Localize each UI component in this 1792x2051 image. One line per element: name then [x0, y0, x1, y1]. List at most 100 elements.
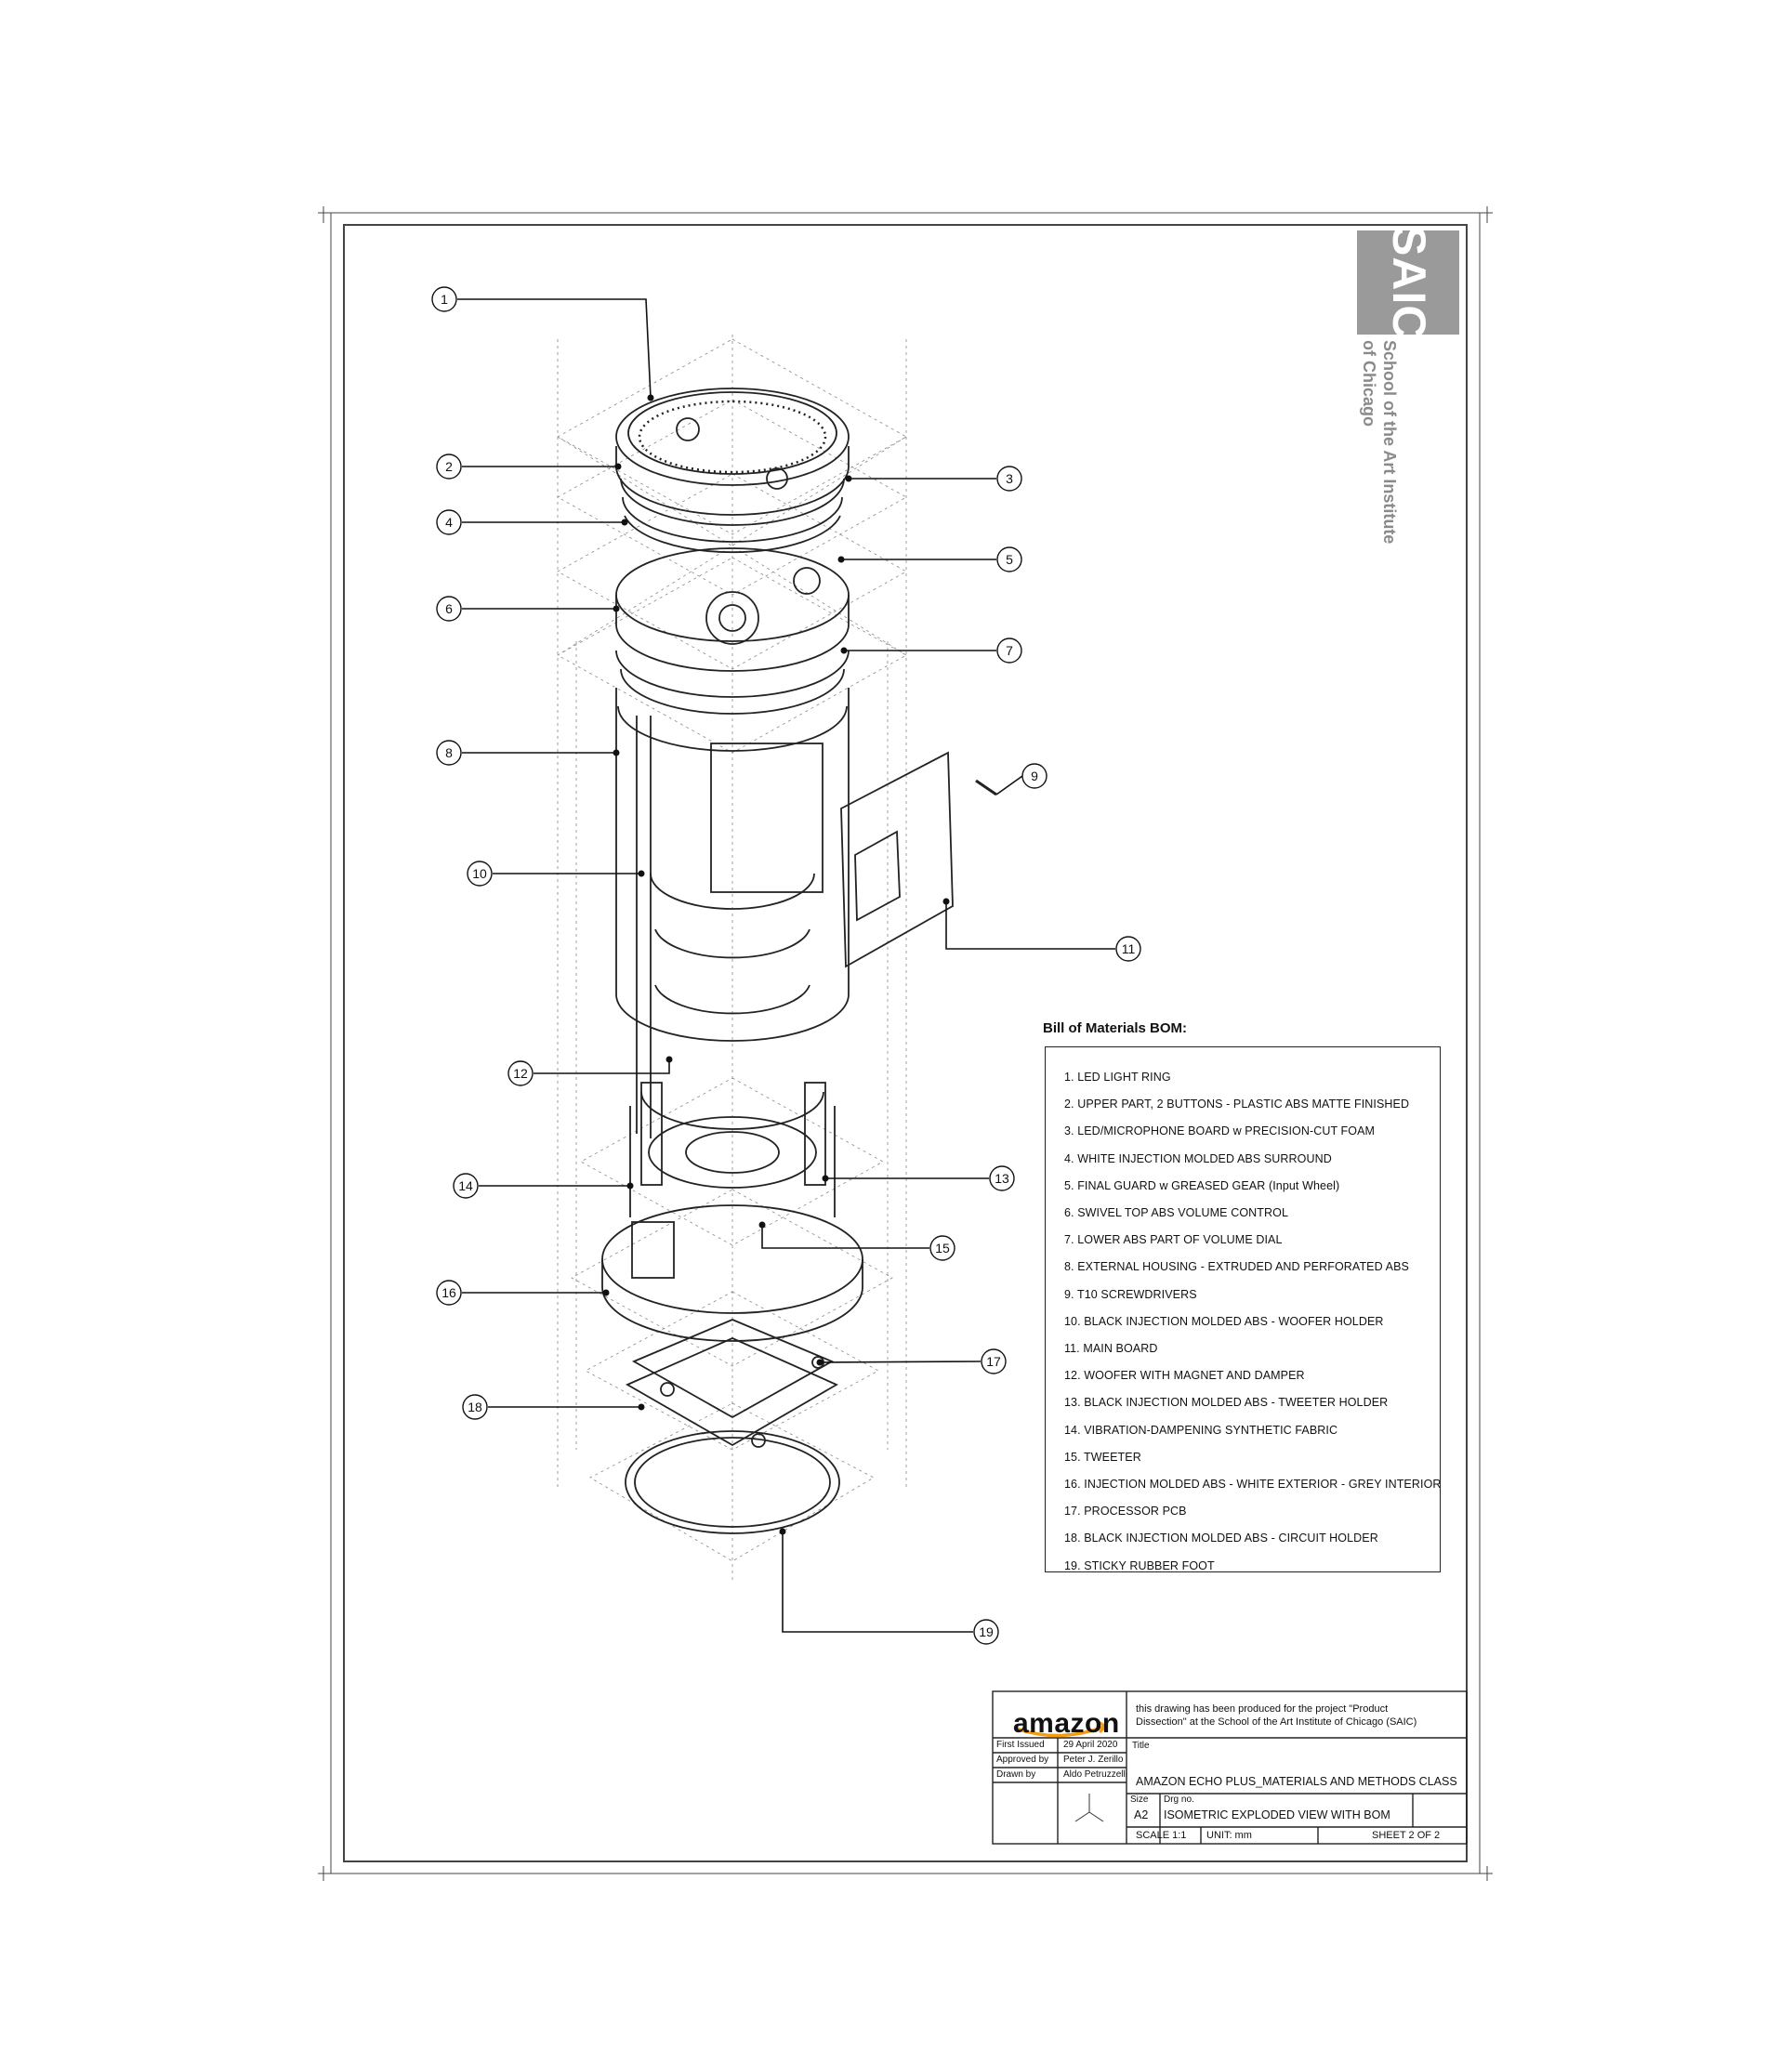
saic-logo-text: SAIC [1383, 225, 1435, 340]
callout-17: 17 [981, 1348, 1007, 1374]
bom-item: 8. EXTERNAL HOUSING - EXTRUDED AND PERFO… [1064, 1260, 1409, 1274]
bom-title: Bill of Materials BOM: [1043, 1020, 1188, 1036]
callout-10: 10 [467, 861, 493, 887]
callout-circle [929, 1235, 955, 1261]
scale-value: SCALE 1:1 [1136, 1830, 1187, 1841]
project-note-line2: Dissection" at the School of the Art Ins… [1136, 1716, 1417, 1728]
sheet-number: SHEET 2 OF 2 [1372, 1830, 1441, 1841]
approved-by-value: Peter J. Zerillo [1063, 1755, 1124, 1765]
callout-circle [1115, 936, 1141, 962]
callout-number: 10 [472, 866, 487, 881]
bom-item: 3. LED/MICROPHONE BOARD w PRECISION-CUT … [1064, 1124, 1376, 1138]
leader-dots [602, 394, 950, 1535]
callout-circle [1021, 763, 1048, 789]
saic-logo-subtitle: School of the Art Institute of Chicago [1359, 340, 1400, 544]
callout-circle [973, 1619, 999, 1645]
callout-circle [436, 509, 462, 535]
saic-subtitle-line2: of Chicago [1360, 340, 1378, 427]
callout-16: 16 [436, 1280, 462, 1306]
callout-circle [989, 1165, 1015, 1191]
drawn-by-value: Aldo Petruzzelli [1063, 1769, 1127, 1780]
callout-number: 14 [458, 1178, 473, 1193]
bom-item: 5. FINAL GUARD w GREASED GEAR (Input Whe… [1064, 1178, 1340, 1192]
callout-number: 12 [513, 1066, 528, 1081]
callout-4: 4 [436, 509, 462, 535]
callout-8: 8 [436, 740, 462, 766]
callout-circle [453, 1173, 479, 1199]
callout-number: 16 [441, 1285, 456, 1300]
callout-number: 7 [1006, 643, 1013, 658]
callout-number: 1 [441, 292, 448, 307]
bom-item: 14. VIBRATION-DAMPENING SYNTHETIC FABRIC [1064, 1423, 1338, 1437]
bom-item: 12. WOOFER WITH MAGNET AND DAMPER [1064, 1369, 1305, 1383]
project-note-line1: this drawing has been produced for the p… [1136, 1703, 1389, 1715]
bom-item: 13. BLACK INJECTION MOLDED ABS - TWEETER… [1064, 1396, 1389, 1410]
callout-number: 5 [1006, 552, 1013, 567]
callout-number: 11 [1122, 941, 1136, 956]
callout-number: 8 [445, 745, 453, 760]
callout-19: 19 [973, 1619, 999, 1645]
callout-circle [507, 1060, 534, 1086]
bom-item: 11. MAIN BOARD [1064, 1342, 1158, 1356]
saic-subtitle-line1: School of the Art Institute [1380, 340, 1399, 545]
callout-13: 13 [989, 1165, 1015, 1191]
bom-item: 7. LOWER ABS PART OF VOLUME DIAL [1064, 1233, 1283, 1247]
callout-9: 9 [1021, 763, 1048, 789]
callout-circle [436, 454, 462, 480]
bom-item: 16. INJECTION MOLDED ABS - WHITE EXTERIO… [1064, 1478, 1442, 1492]
callout-number: 15 [935, 1241, 950, 1256]
callout-number: 6 [445, 601, 453, 616]
drawn-by-label: Drawn by [996, 1769, 1036, 1780]
callout-5: 5 [996, 546, 1022, 572]
callout-18: 18 [462, 1394, 488, 1420]
first-issued-value: 29 April 2020 [1063, 1740, 1118, 1750]
size-value: A2 [1134, 1808, 1149, 1821]
bom-item: 4. WHITE INJECTION MOLDED ABS SURROUND [1064, 1151, 1332, 1165]
callout-circle [981, 1348, 1007, 1374]
callout-number: 18 [468, 1400, 482, 1414]
callout-circle [436, 1280, 462, 1306]
size-label: Size [1130, 1795, 1149, 1805]
callout-number: 3 [1006, 471, 1013, 486]
callout-number: 4 [445, 515, 453, 530]
callout-number: 9 [1031, 769, 1038, 783]
component-parts [601, 388, 997, 1534]
callout-number: 17 [986, 1354, 1001, 1369]
callout-circle [996, 638, 1022, 664]
callout-11: 11 [1115, 936, 1141, 962]
callout-7: 7 [996, 638, 1022, 664]
callout-number: 13 [995, 1171, 1009, 1186]
bom-item: 19. STICKY RUBBER FOOT [1064, 1558, 1215, 1572]
callout-circle [431, 286, 457, 312]
bom-item: 18. BLACK INJECTION MOLDED ABS - CIRCUIT… [1064, 1532, 1378, 1545]
callout-circle [467, 861, 493, 887]
axis-symbol-icon [1074, 1794, 1104, 1822]
bom-item: 9. T10 SCREWDRIVERS [1064, 1287, 1197, 1301]
callout-circle [462, 1394, 488, 1420]
leader-lines [457, 298, 1115, 1633]
callout-number: 2 [445, 459, 453, 474]
callout-15: 15 [929, 1235, 955, 1261]
callout-6: 6 [436, 596, 462, 622]
unit-value: UNIT: mm [1206, 1830, 1252, 1841]
title-label: Title [1132, 1741, 1150, 1751]
callout-circle [996, 466, 1022, 492]
drg-no-value: ISOMETRIC EXPLODED VIEW WITH BOM [1164, 1808, 1390, 1821]
bom-item: 17. PROCESSOR PCB [1064, 1505, 1187, 1519]
drg-no-label: Drg no. [1164, 1795, 1194, 1805]
amazon-logo: amazon [1013, 1708, 1120, 1739]
amazon-smile-icon [1015, 1725, 1105, 1738]
callout-12: 12 [507, 1060, 534, 1086]
bom-item: 6. SWIVEL TOP ABS VOLUME CONTROL [1064, 1206, 1289, 1220]
callout-circle [996, 546, 1022, 572]
callout-14: 14 [453, 1173, 479, 1199]
approved-by-label: Approved by [996, 1755, 1049, 1765]
callout-2: 2 [436, 454, 462, 480]
bom-item: 2. UPPER PART, 2 BUTTONS - PLASTIC ABS M… [1064, 1098, 1410, 1111]
drawing-title: AMAZON ECHO PLUS_MATERIALS AND METHODS C… [1136, 1775, 1457, 1788]
callout-3: 3 [996, 466, 1022, 492]
